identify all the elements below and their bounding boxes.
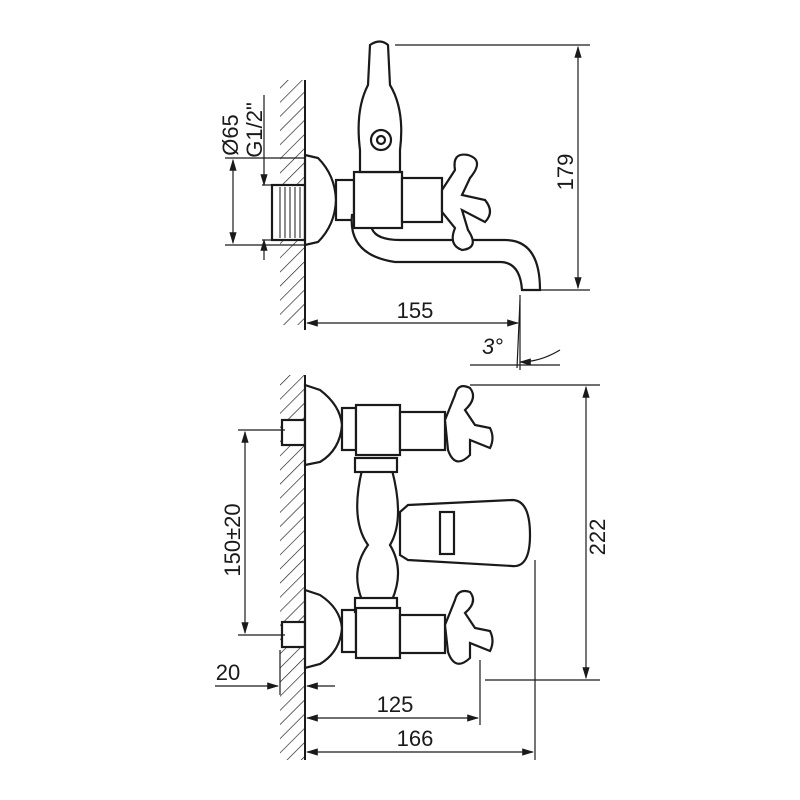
front-view: 222 150±20 20 125 166 [215,375,610,760]
offset-20-label: 20 [216,660,240,685]
lower-valve [354,606,402,660]
height-222-label: 222 [585,519,610,556]
diameter-label: Ø65 [218,114,243,156]
upper-cross-handle-icon [443,385,494,463]
valve-body [352,170,404,230]
reach-155-label: 155 [397,298,434,323]
upper-valve [354,403,402,457]
front-spout [398,498,532,568]
reach-166-label: 166 [397,726,434,751]
angle-label: 3° [482,334,503,359]
lower-escutcheon [303,588,344,670]
lower-cross-handle-icon [443,589,494,665]
height-179-label: 179 [553,154,578,191]
cross-handle-icon [440,153,492,252]
reach-125-label: 125 [377,692,414,717]
escutcheon [303,153,338,247]
upper-escutcheon [303,383,344,467]
mixer-body [356,468,400,602]
hose-holder [357,40,403,174]
center-distance-label: 150±20 [220,503,245,576]
thread-label: G1/2" [242,102,267,158]
side-view: 179 155 3° Ø65 G1/2" [218,40,590,370]
